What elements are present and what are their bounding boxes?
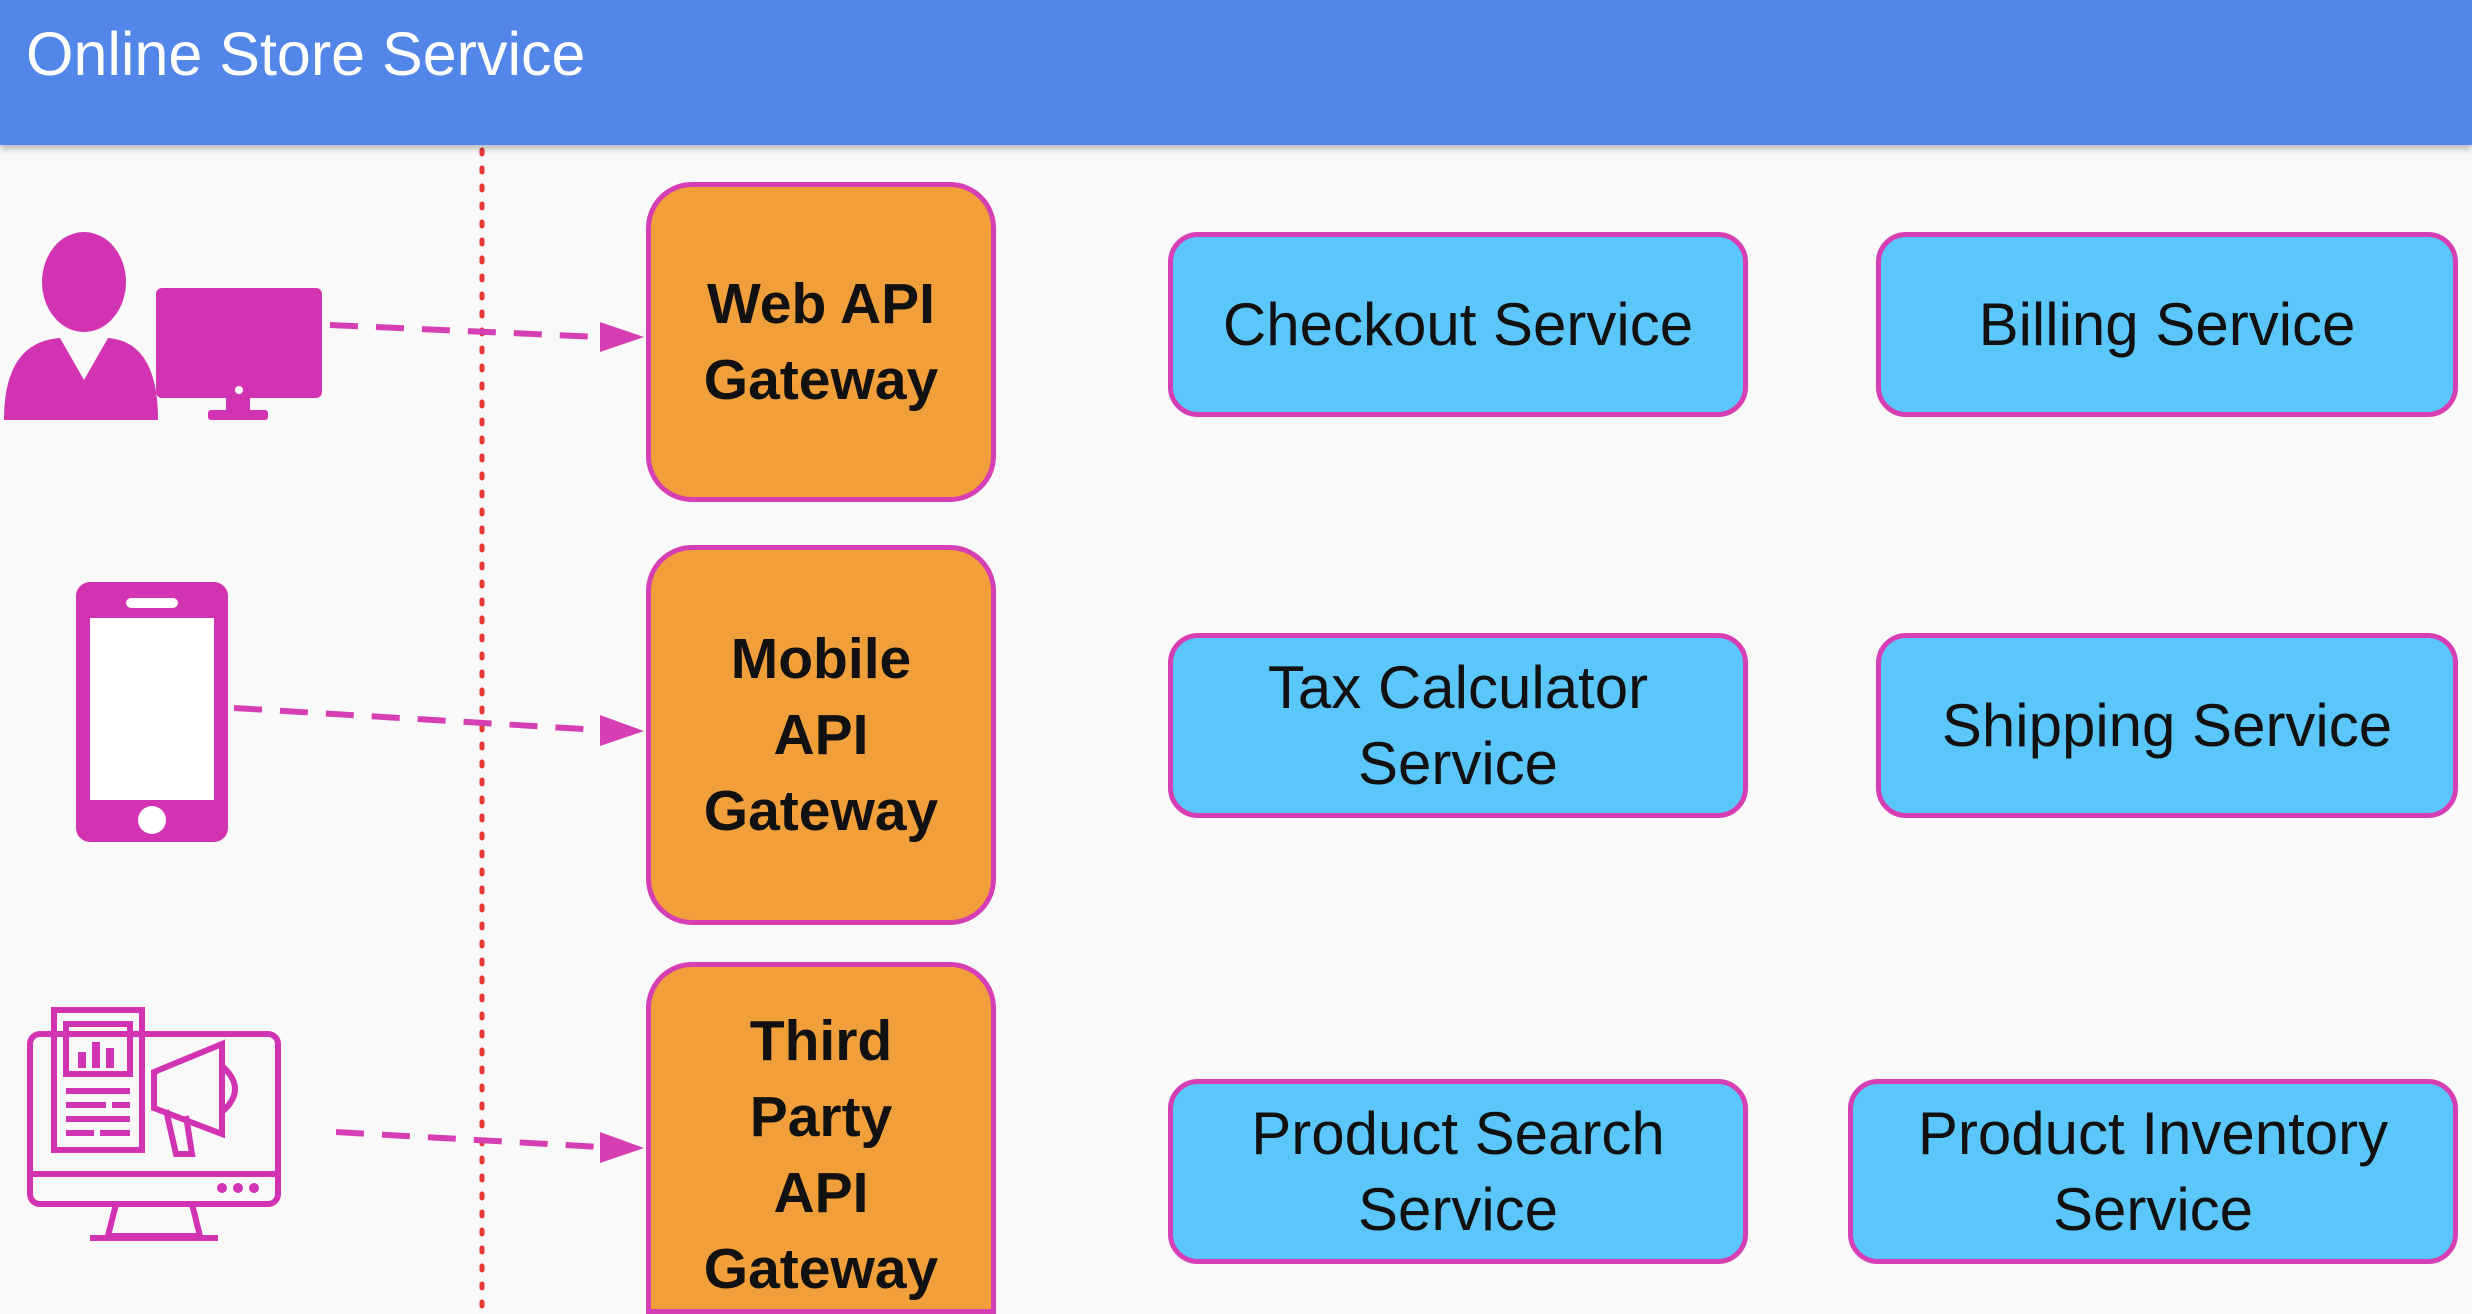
product-inventory-service: Product Inventory Service [1848,1079,2458,1264]
arrow-web-to-gateway [329,322,601,340]
shipping-service: Shipping Service [1876,633,2458,818]
arrow-thirdparty-to-gateway [335,1129,601,1150]
checkout-service: Checkout Service [1168,232,1748,417]
marketing-dashboard-monitor-icon [27,1007,281,1241]
mobile-api-gateway-label: Mobile API Gateway [703,627,939,843]
third-party-api-gateway-label: Third Party API Gateway [703,1009,939,1301]
checkout-service-label: Checkout Service [1222,290,1694,358]
web-api-gateway-label: Web API Gateway [703,272,939,412]
shipping-service-label: Shipping Service [1941,691,2393,759]
page-title: Online Store Service [26,20,586,88]
header-bar: Online Store Service [0,0,2472,145]
smartphone-icon [76,582,228,842]
billing-service-label: Billing Service [1978,290,2356,358]
arrow-web-to-gateway-head [600,322,644,352]
web-api-gateway: Web API Gateway [646,182,996,502]
arrow-thirdparty-to-gateway-head [600,1132,644,1163]
arrow-mobile-to-gateway-head [600,715,644,746]
mobile-api-gateway: Mobile API Gateway [646,545,996,925]
product-inventory-service-label: Product Inventory Service [1917,1099,2389,1243]
tax-calculator-service: Tax Calculator Service [1168,633,1748,818]
user-desktop-icon [4,232,322,420]
billing-service: Billing Service [1876,232,2458,417]
product-search-service-label: Product Search Service [1251,1099,1665,1243]
third-party-api-gateway: Third Party API Gateway [646,962,996,1314]
arrow-mobile-to-gateway [233,705,601,733]
product-search-service: Product Search Service [1168,1079,1748,1264]
tax-calculator-service-label: Tax Calculator Service [1267,653,1649,797]
